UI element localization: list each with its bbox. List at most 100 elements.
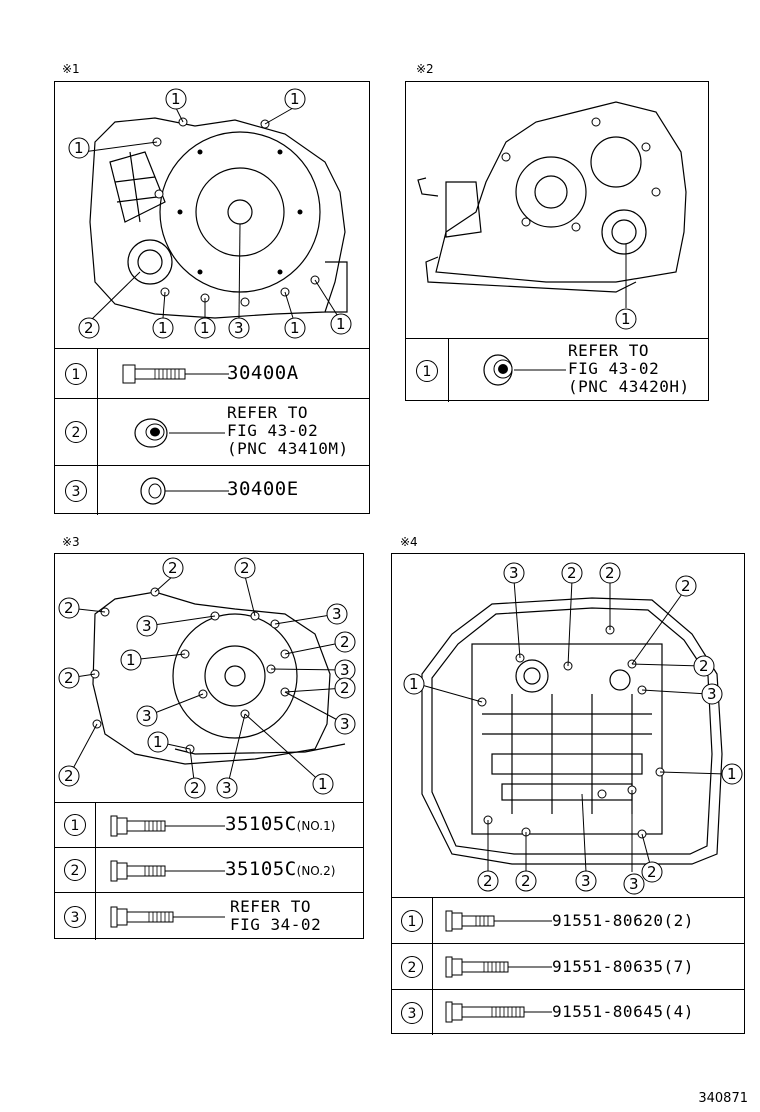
part-number: 91551-80645(4) [552,1002,694,1021]
ref-number: 1 [64,814,86,836]
ref-number: 2 [401,955,423,978]
callout-number: 3 [581,872,591,890]
diagram-code: 340871 [698,1091,748,1106]
flange-bolt-icon [110,860,225,882]
callout-number: 3 [340,661,350,679]
case-cover-drawing: 2 2 2 2 2 3 2 3 2 3 3 1 3 1 2 3 1 [58,557,356,799]
callout-number: 2 [190,779,200,797]
refer-line-2: FIG 34-02 [230,915,322,934]
callout-number: 2 [567,564,577,582]
part-number: 91551-80620(2) [552,911,694,930]
refer-line-2: FIG 43-02 [568,359,660,378]
callouts-panel-3: 2 2 2 2 2 3 2 3 2 3 3 1 3 1 2 3 1 [58,557,356,799]
callout-number: 3 [707,685,717,703]
callout-number: 2 [240,559,250,577]
flange-bolt-icon [445,910,552,932]
callout-number: 1 [171,90,181,108]
callout-number: 1 [74,139,84,157]
legend-row: 2 91551-80635(7) [392,944,744,990]
callout-number: 2 [681,577,691,595]
callout-number: 3 [629,875,639,893]
panel-2: 1 1 REFER TO FIG 43-02 (PNC 43420H) [405,81,709,402]
callouts-panel-2: 1 [615,308,637,330]
valve-body-drawing: 3 2 2 2 2 3 1 1 2 2 3 3 2 [403,562,743,895]
callout-number: 2 [340,633,350,651]
callout-number: 3 [332,605,342,623]
refer-line-1: REFER TO [568,341,650,360]
seal-ring-icon [140,477,229,505]
panel-1: 1 1 1 2 1 1 3 1 1 1 30400A 2 [54,81,370,515]
callout-number: 1 [153,733,163,751]
note-2: ※2 [416,62,434,76]
refer-line-1: REFER TO [227,403,309,422]
callout-number: 2 [699,657,709,675]
callout-number: 3 [234,319,244,337]
oil-seal-icon [483,354,566,386]
legend-row: 2 REFER TO FIG 43-02 (PNC 43410M) [55,399,369,466]
refer-line-3: (PNC 43420H) [568,377,690,396]
bolt-variant: (NO.1) [296,819,336,833]
ref-number: 3 [65,479,87,502]
part-number: 91551-80635(7) [552,957,694,976]
legend-row: 1 REFER TO FIG 43-02 (PNC 43420H) [406,339,708,402]
legend-panel-1: 1 30400A 2 REFER TO FIG 43-02 (PNC 43410… [55,348,369,515]
callout-number: 2 [521,872,531,890]
legend-row: 3 REFER TO FIG 34-02 [55,893,363,940]
note-3: ※3 [62,535,80,549]
callout-number: 2 [84,319,94,337]
ref-number: 2 [65,421,87,443]
ref-number: 1 [401,909,423,932]
part-number: 35105C(NO.2) [225,858,336,880]
flange-bolt-icon [445,1001,552,1023]
transaxle-side-drawing: 1 [417,101,687,330]
part-number: 35105C(NO.1) [225,813,336,835]
callout-number: 1 [409,675,419,693]
callout-number: 2 [64,669,74,687]
callout-number: 3 [509,564,519,582]
callouts-panel-4: 3 2 2 2 2 3 1 1 2 2 3 3 2 [403,562,743,895]
ref-number: 2 [64,859,86,881]
legend-panel-3: 1 35105C(NO.1) 2 35105C(NO.2) [55,802,363,940]
legend-row: 3 91551-80645(4) [392,990,744,1035]
callout-number: 1 [290,90,300,108]
legend-row: 1 35105C(NO.1) [55,803,363,848]
bolt-variant: (NO.2) [296,864,336,878]
legend-row: 1 30400A [55,349,369,399]
callout-number: 1 [621,310,631,328]
legend-row: 2 35105C(NO.2) [55,848,363,893]
callout-number: 2 [605,564,615,582]
callout-number: 1 [336,315,346,333]
ref-number: 1 [65,362,87,385]
legend-panel-4: 1 91551-80620(2) 2 91551-80635(7) 3 [392,897,744,1035]
callout-number: 2 [647,863,657,881]
note-4: ※4 [400,535,418,549]
callout-number: 1 [727,765,737,783]
flange-bolt-icon [110,815,225,837]
callout-number: 3 [142,707,152,725]
bolt-icon [122,364,229,384]
legend-row: 3 30400E [55,466,369,515]
panel-3: 2 2 2 2 2 3 2 3 2 3 3 1 3 1 2 3 1 1 [54,553,364,940]
panel-4: 3 2 2 2 2 3 1 1 2 2 3 3 2 1 91551-80620(… [391,553,745,1035]
part-number: 30400E [227,478,299,500]
part-number: 30400A [227,362,299,384]
callout-number: 1 [200,319,210,337]
callout-number: 2 [168,559,178,577]
callout-number: 2 [64,599,74,617]
refer-line-2: FIG 43-02 [227,421,319,440]
callout-number: 3 [340,715,350,733]
legend-panel-2: 1 REFER TO FIG 43-02 (PNC 43420H) [406,338,708,402]
callout-number: 1 [318,775,328,793]
refer-line-3: (PNC 43410M) [227,439,349,458]
callout-number: 3 [222,779,232,797]
transaxle-front-drawing: 1 1 1 2 1 1 3 1 1 [68,88,352,339]
callout-number: 2 [483,872,493,890]
legend-row: 1 91551-80620(2) [392,898,744,944]
ref-number: 1 [416,359,438,382]
ref-number: 3 [401,1001,423,1024]
refer-line-1: REFER TO [230,897,312,916]
note-1: ※1 [62,62,80,76]
callout-number: 1 [158,319,168,337]
callout-number: 3 [142,617,152,635]
oil-seal-icon [134,418,225,448]
